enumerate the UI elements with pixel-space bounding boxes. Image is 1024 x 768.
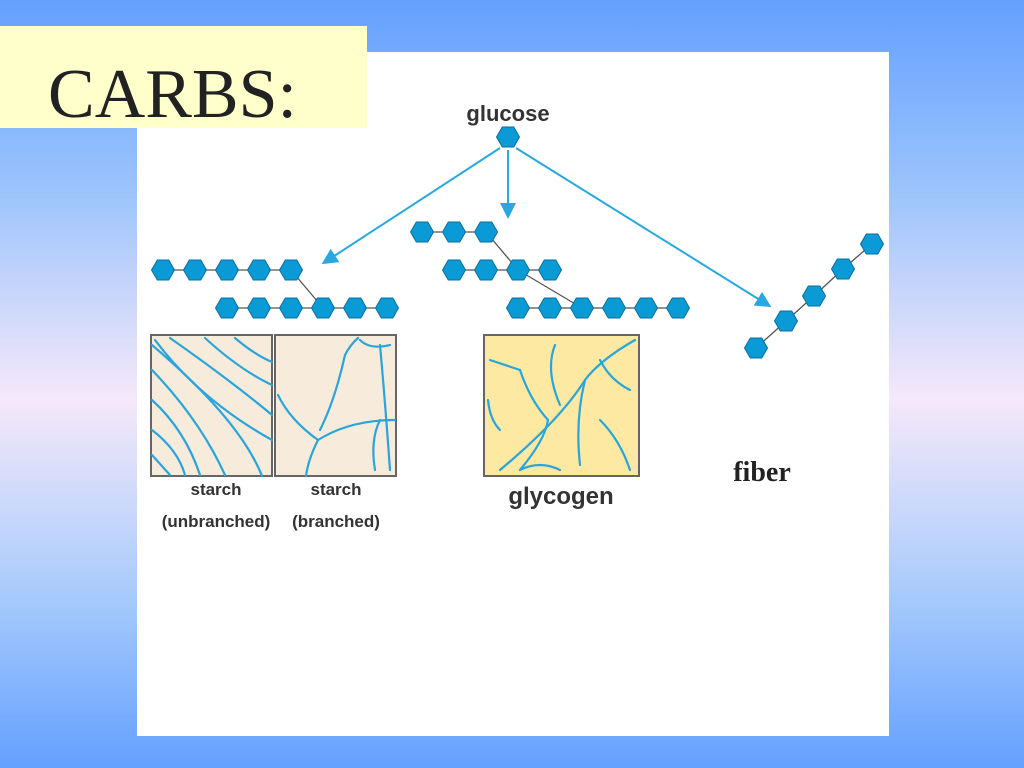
glucose-monomer <box>601 297 627 319</box>
glycogen-branch <box>518 418 550 472</box>
glucose-monomer <box>246 259 272 281</box>
starch-branch <box>372 418 382 472</box>
glucose-monomer <box>374 297 400 319</box>
starch-branch <box>318 336 360 432</box>
starch-unbranched-qualifier: (unbranched) <box>162 512 271 531</box>
glycogen-branch <box>488 358 522 372</box>
starch-unbranched-label: starch <box>190 480 241 499</box>
starch-chain <box>203 336 274 387</box>
glucose-monomer <box>310 297 336 319</box>
starch-branch <box>304 438 320 478</box>
slide-title: CARBS: <box>48 56 297 133</box>
glycogen-branch <box>518 463 562 472</box>
glycogen-branch <box>549 343 562 407</box>
starch-chain <box>150 398 202 477</box>
glucose-monomer <box>150 259 176 281</box>
starch-chain <box>150 428 187 477</box>
glycogen-branch <box>486 398 502 432</box>
glucose-monomer <box>214 259 240 281</box>
glucose-monomer <box>409 221 435 243</box>
glucose-monomer <box>743 337 769 359</box>
glucose-monomer <box>473 221 499 243</box>
glucose-monomer <box>246 297 272 319</box>
glucose-monomer <box>859 233 885 255</box>
glycogen-label: glycogen <box>508 483 613 510</box>
glucose-monomer <box>278 297 304 319</box>
glucose-monomer <box>665 297 691 319</box>
glycogen-branch <box>577 378 587 467</box>
glucose-monomer <box>773 310 799 332</box>
glucose-monomer <box>505 259 531 281</box>
glucose-monomer <box>342 297 368 319</box>
glucose-monomer <box>441 221 467 243</box>
fiber-label: fiber <box>733 457 791 488</box>
glucose-monomer <box>830 258 856 280</box>
glucose-monomer <box>505 297 531 319</box>
glucose-monomer <box>495 126 521 148</box>
starch-branch <box>358 338 392 348</box>
starch-branched-label: starch <box>310 480 361 499</box>
glycogen-branch <box>598 358 632 392</box>
arrow-to-starch <box>321 147 501 265</box>
title-box: CARBS: <box>0 26 367 133</box>
glycosidic-bond <box>517 269 583 309</box>
starch-chain <box>168 336 274 417</box>
glucose-monomer <box>278 259 304 281</box>
arrow-to-fiber <box>515 147 772 308</box>
glucose-monomer <box>569 297 595 319</box>
glucose-label: glucose <box>466 101 549 126</box>
glucose-monomer <box>473 259 499 281</box>
glycogen-branch <box>498 338 637 472</box>
arrows <box>321 147 772 308</box>
starch-chain <box>233 336 274 364</box>
glycogen-box <box>483 334 640 477</box>
starch-chain <box>150 368 227 477</box>
glucose-monomer <box>801 285 827 307</box>
glycogen-branch <box>598 418 632 472</box>
starch-chain <box>150 453 172 477</box>
glucose-monomer <box>182 259 208 281</box>
starch-chain <box>150 343 264 478</box>
glucose-monomer <box>633 297 659 319</box>
glucose-monomer <box>537 259 563 281</box>
glycogen-branch <box>518 368 550 422</box>
glucose-monomer <box>537 297 563 319</box>
starch-branched-qualifier: (branched) <box>292 512 380 531</box>
glucose-monomer <box>441 259 467 281</box>
glucose-monomer <box>214 297 240 319</box>
starch-branch <box>378 343 392 472</box>
starch-branched-box <box>274 334 397 477</box>
